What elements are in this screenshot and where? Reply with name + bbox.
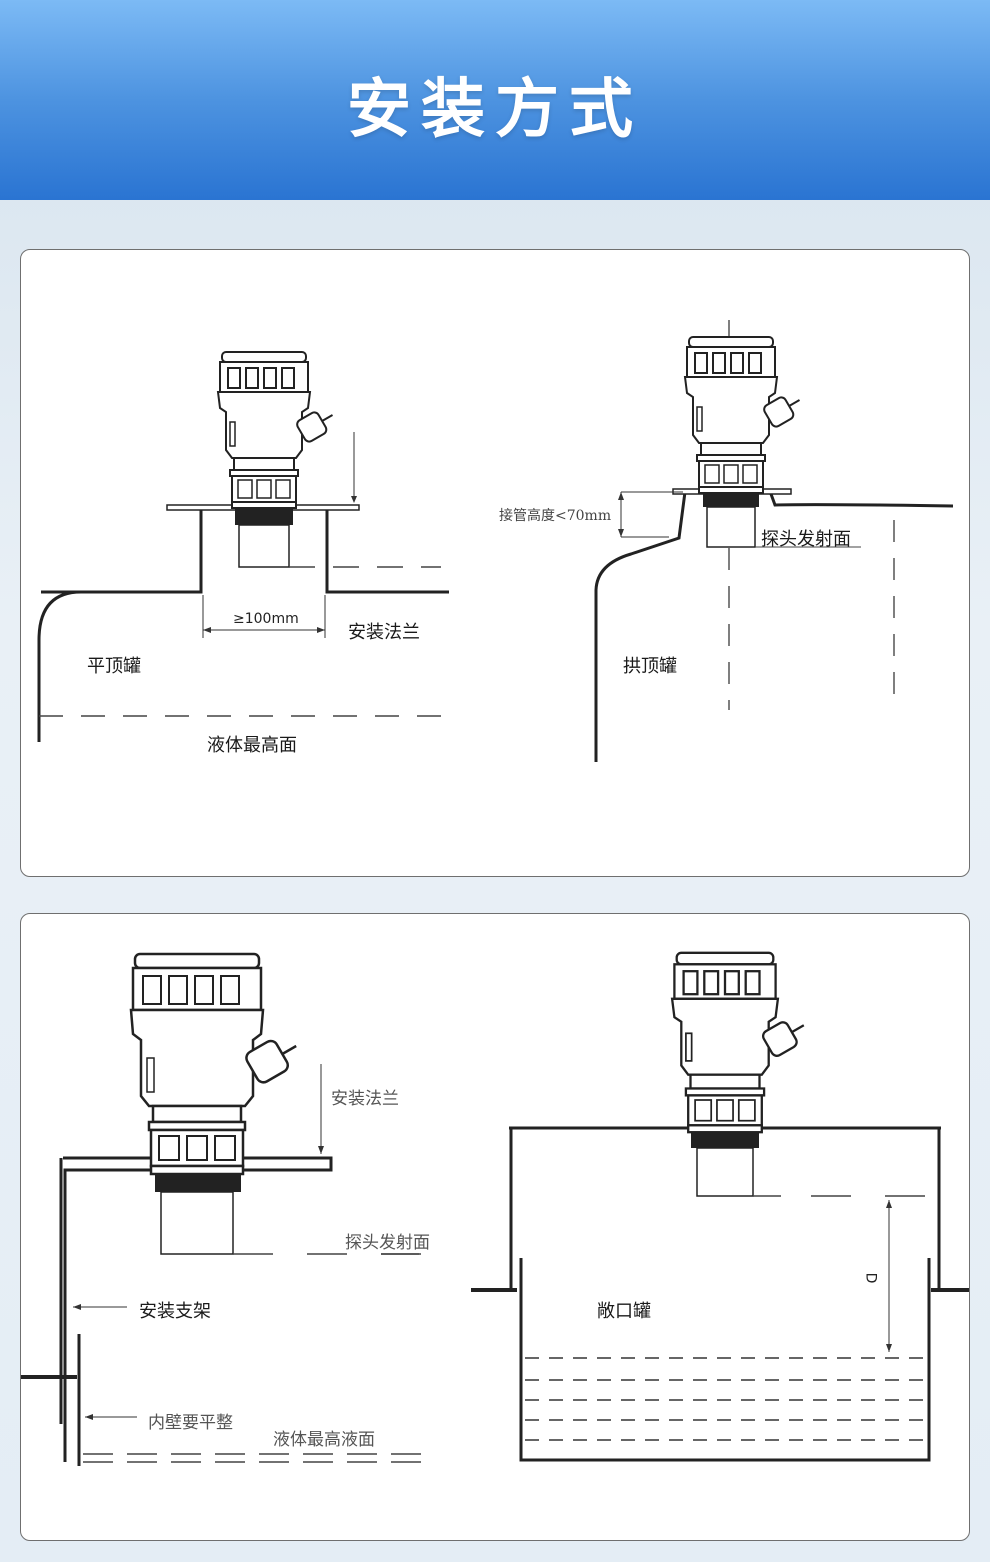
open-tank-label: 敞口罐 [597, 1301, 651, 1322]
open-tank-diagram [471, 951, 969, 1462]
header-banner: 安装方式 [0, 0, 990, 200]
page-title: 安装方式 [347, 73, 643, 147]
bracket-flange-label: 安装法兰 [331, 1089, 399, 1109]
pipe-height-label: 接管高度<70mm [499, 508, 612, 524]
distance-label: D [862, 1272, 879, 1284]
panel-bottom: 安装法兰 探头发射面 安装支架 内壁要平整 液体最高液面 敞口罐 D [20, 913, 970, 1541]
width-dimension-label: ≥100mm [233, 611, 299, 627]
installation-diagram-bottom [21, 951, 969, 1466]
bracket-label: 安装支架 [139, 1301, 211, 1322]
dome-tank-diagram [594, 320, 954, 762]
wall-label: 内壁要平整 [148, 1413, 233, 1433]
bracket-liquid-label: 液体最高液面 [273, 1430, 375, 1450]
flat-tank-label: 平顶罐 [87, 656, 141, 677]
flat-tank-diagram [37, 351, 449, 742]
probe-surface-label: 探头发射面 [761, 529, 851, 550]
flange-label: 安装法兰 [348, 622, 420, 643]
bracket-probe-label: 探头发射面 [345, 1233, 430, 1253]
liquid-level-label: 液体最高面 [207, 735, 297, 756]
installation-diagram-top [37, 320, 954, 762]
dome-tank-label: 拱顶罐 [623, 656, 677, 677]
bracket-diagram [21, 952, 431, 1466]
panel-top: 安装法兰 ≥100mm 平顶罐 液体最高面 接管高度<70mm 探头发射面 拱顶… [20, 249, 970, 877]
